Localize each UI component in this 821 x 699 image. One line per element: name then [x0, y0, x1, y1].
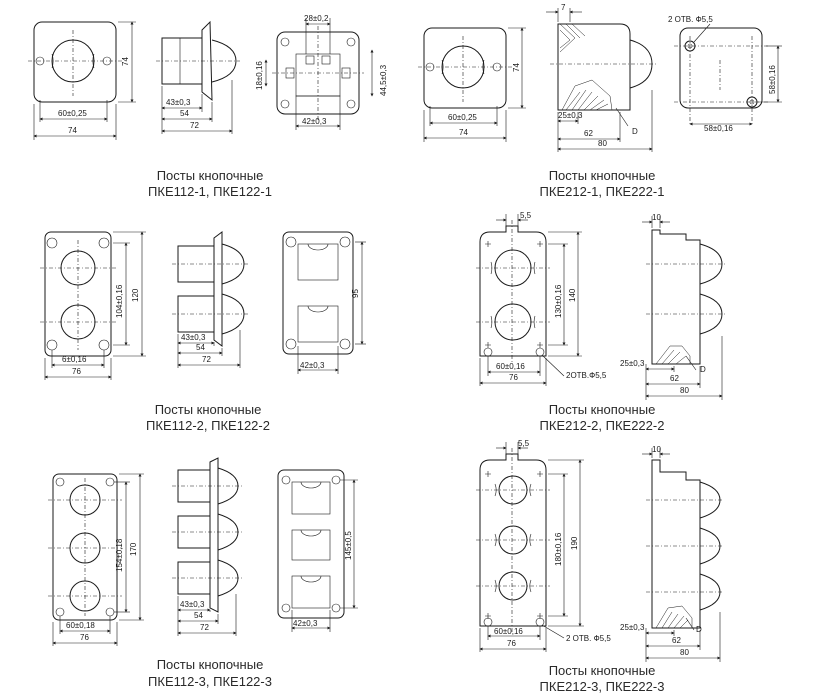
dim-25: 25±0,3: [620, 623, 645, 632]
dim-74-h: 74: [121, 57, 130, 66]
pke212-2-front-view: 5,5 130±0,16 140 60±0,16 76 2ОТВ.Ф5,5: [476, 211, 607, 386]
dim-130: 130±0,16: [554, 284, 563, 318]
dim-60: 60±0,16: [496, 362, 525, 371]
dim-43: 43±0,3: [180, 600, 205, 609]
pke212-1-side-view: 7 25±0,3 62 80 D: [546, 3, 658, 152]
pke112-2-back-view: 95 42±0,3: [282, 231, 366, 374]
dim-95: 95: [351, 289, 360, 298]
pke112-1-side-view: 43±0,3 54 72: [156, 20, 240, 134]
caption-title: Посты кнопочные: [157, 657, 264, 672]
dim-28: 28±0,2: [304, 14, 329, 23]
pke112-1-back-view: 28±0,2 18±0,16 44,5±0,3 42±0,3: [255, 14, 388, 130]
dim-43: 43±0,3: [181, 333, 206, 342]
dim-190: 190: [570, 536, 579, 550]
dim-104: 104±0,16: [115, 284, 124, 318]
pke112-2-front-view: 104±0,16 120 6±0,16 76: [40, 231, 146, 380]
dim-76: 76: [72, 367, 81, 376]
holes-label: 2 ОТВ. Ф5,5: [566, 634, 611, 643]
dim-154: 154±0,18: [115, 538, 124, 572]
pke112-3-side-view: 43±0,3 54 72: [172, 457, 242, 636]
dim-80: 80: [598, 139, 607, 148]
dim-60: 60±0,25: [448, 113, 477, 122]
dim-80: 80: [680, 386, 689, 395]
dim-7: 7: [561, 3, 566, 12]
dim-58-h: 58±0,16: [768, 65, 777, 94]
dim-80: 80: [680, 648, 689, 657]
dim-140: 140: [568, 288, 577, 302]
dim-54: 54: [180, 109, 189, 118]
label-d: D: [632, 127, 638, 136]
caption-title: Посты кнопочные: [157, 168, 264, 183]
dim-170: 170: [129, 542, 138, 556]
dim-42: 42±0,3: [302, 117, 327, 126]
dim-60: 60±0,25: [58, 109, 87, 118]
dim-76: 76: [509, 373, 518, 382]
dim-76: 76: [507, 639, 516, 648]
caption-title: Посты кнопочные: [155, 402, 262, 417]
caption-title: Посты кнопочные: [549, 663, 656, 678]
dim-43: 43±0,3: [166, 98, 191, 107]
caption-title: Посты кнопочные: [549, 402, 656, 417]
dim-72: 72: [200, 623, 209, 632]
dim-54: 54: [196, 343, 205, 352]
caption-model: ПКЕ212-3, ПКЕ222-3: [540, 679, 665, 694]
dim-76: 76: [80, 633, 89, 642]
dim-6: 6±0,16: [62, 355, 87, 364]
dim-180: 180±0,16: [554, 532, 563, 566]
label-d: D: [700, 365, 706, 374]
dim-145: 145±0,5: [344, 531, 353, 560]
dim-25: 25±0,3: [620, 359, 645, 368]
pke112-2-side-view: 43±0,3 54 72: [172, 231, 248, 368]
dim-62: 62: [670, 374, 679, 383]
caption-model: ПКЕ212-1, ПКЕ222-1: [540, 184, 665, 199]
holes-label: 2ОТВ.Ф5,5: [566, 371, 607, 380]
dim-60: 60±0,16: [494, 627, 523, 636]
dim-62: 62: [672, 636, 681, 645]
pke112-3-front-view: 154±0,18 170 60±0,18 76: [48, 473, 144, 646]
caption-model: ПКЕ112-1, ПКЕ122-1: [148, 184, 272, 199]
pke212-3-front-view: 5,5 180±0,16 190 60±0,16 76 2 ОТВ. Ф5,5: [476, 439, 611, 652]
dim-72: 72: [202, 355, 211, 364]
dim-74-w: 74: [68, 126, 77, 135]
pke212-1-front-view: 60±0,25 74 74: [418, 27, 526, 142]
dim-42: 42±0,3: [300, 361, 325, 370]
pke112-3-back-view: 145±0,5 42±0,3: [277, 469, 358, 632]
dim-42: 42±0,3: [293, 619, 318, 628]
dim-72: 72: [190, 121, 199, 130]
label-d: D: [696, 625, 702, 634]
dim-58-w: 58±0,16: [704, 124, 733, 133]
dim-60: 60±0,18: [66, 621, 95, 630]
caption-model: ПКЕ112-3, ПКЕ122-3: [148, 674, 272, 689]
dim-44-5: 44,5±0,3: [379, 64, 388, 96]
dim-10: 10: [652, 213, 661, 222]
dim-25: 25±0,3: [558, 111, 583, 120]
caption-title: Посты кнопочные: [549, 168, 656, 183]
pke212-1-back-view: 2 ОТВ. Ф5,5 58±0,16 58±0,16: [668, 15, 782, 133]
pke112-1-front-view: 60±0,25 74 74: [28, 21, 136, 140]
dim-120: 120: [131, 288, 140, 302]
dim-74-w: 74: [459, 128, 468, 137]
dim-10: 10: [652, 445, 661, 454]
dim-62: 62: [584, 129, 593, 138]
caption-model: ПКЕ112-2, ПКЕ122-2: [146, 418, 270, 433]
pke212-2-side-view: 10 25±0,3 62 80 D: [620, 213, 726, 400]
dim-5-5: 5,5: [518, 439, 530, 448]
dim-74-h: 74: [512, 63, 521, 72]
pke212-3-side-view: 10 25±0,3 62 80 D: [620, 445, 724, 662]
caption-model: ПКЕ212-2, ПКЕ222-2: [540, 418, 665, 433]
dim-18: 18±0,16: [255, 61, 264, 90]
holes-label: 2 ОТВ. Ф5,5: [668, 15, 713, 24]
dim-54: 54: [194, 611, 203, 620]
dim-5-5: 5,5: [520, 211, 532, 220]
